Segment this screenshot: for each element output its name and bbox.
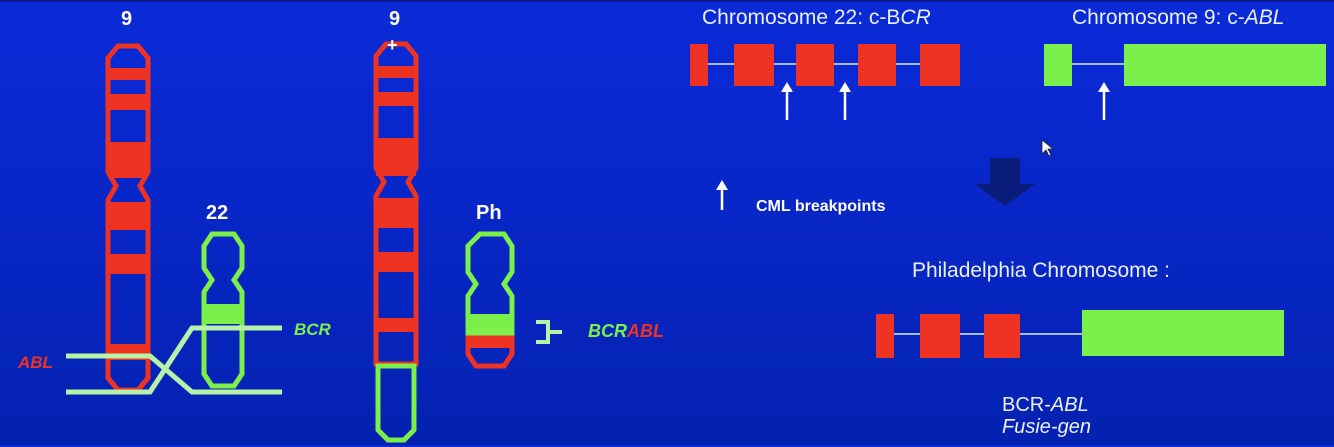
- abl-label: ABL: [18, 353, 53, 372]
- down-arrow-icon: [975, 158, 1035, 206]
- chr9-suffix: ABL: [1244, 6, 1285, 29]
- fusion-gene-name-suffix: ABL: [1050, 394, 1089, 416]
- philadelphia-title: Philadelphia Chromosome :: [912, 259, 1170, 282]
- chromosome-9-label: 9: [121, 8, 133, 30]
- fusion-label-bcr: BCR: [588, 321, 627, 341]
- breakpoint-arrows: [716, 82, 1110, 210]
- plus-sign: +: [387, 35, 398, 55]
- translocation-lines: [66, 325, 282, 395]
- derivative-chromosome-9: [373, 41, 419, 443]
- ph-label: Ph: [476, 202, 502, 224]
- chromosome-22: [201, 231, 245, 389]
- chr22-suffix: CR: [900, 6, 931, 29]
- fusion-label: BCRABL: [588, 321, 664, 342]
- chr22-prefix: Chromosome 22: c-B: [702, 6, 901, 29]
- chromosome-9-heading: Chromosome 9: c-ABL: [1072, 6, 1284, 30]
- philadelphia-chromosome: [465, 231, 515, 369]
- chromosome-22-label: 22: [206, 202, 229, 224]
- fusion-gene-name: BCR-ABL: [1002, 394, 1089, 417]
- mouse-cursor-icon: [1041, 139, 1055, 157]
- derivative-9-label: 9: [389, 8, 401, 30]
- chromosome-22-heading: Chromosome 22: c-BCR: [702, 6, 931, 30]
- fusion-label-abl: ABL: [627, 321, 664, 341]
- abl-gene-map: [1044, 44, 1326, 86]
- chromosome-9: [105, 43, 151, 393]
- fusion-gene-name-prefix: BCR-: [1002, 394, 1051, 416]
- bcr-label: BCR: [294, 320, 331, 339]
- fusion-bracket: [536, 320, 562, 344]
- cml-breakpoints-legend: CML breakpoints: [756, 198, 886, 215]
- chr9-prefix: Chromosome 9: c-: [1072, 6, 1245, 29]
- fusion-gene-subtitle: Fusie-gen: [1002, 416, 1091, 438]
- fusion-gene-map: [876, 310, 1284, 358]
- bcr-gene-map: [690, 44, 960, 86]
